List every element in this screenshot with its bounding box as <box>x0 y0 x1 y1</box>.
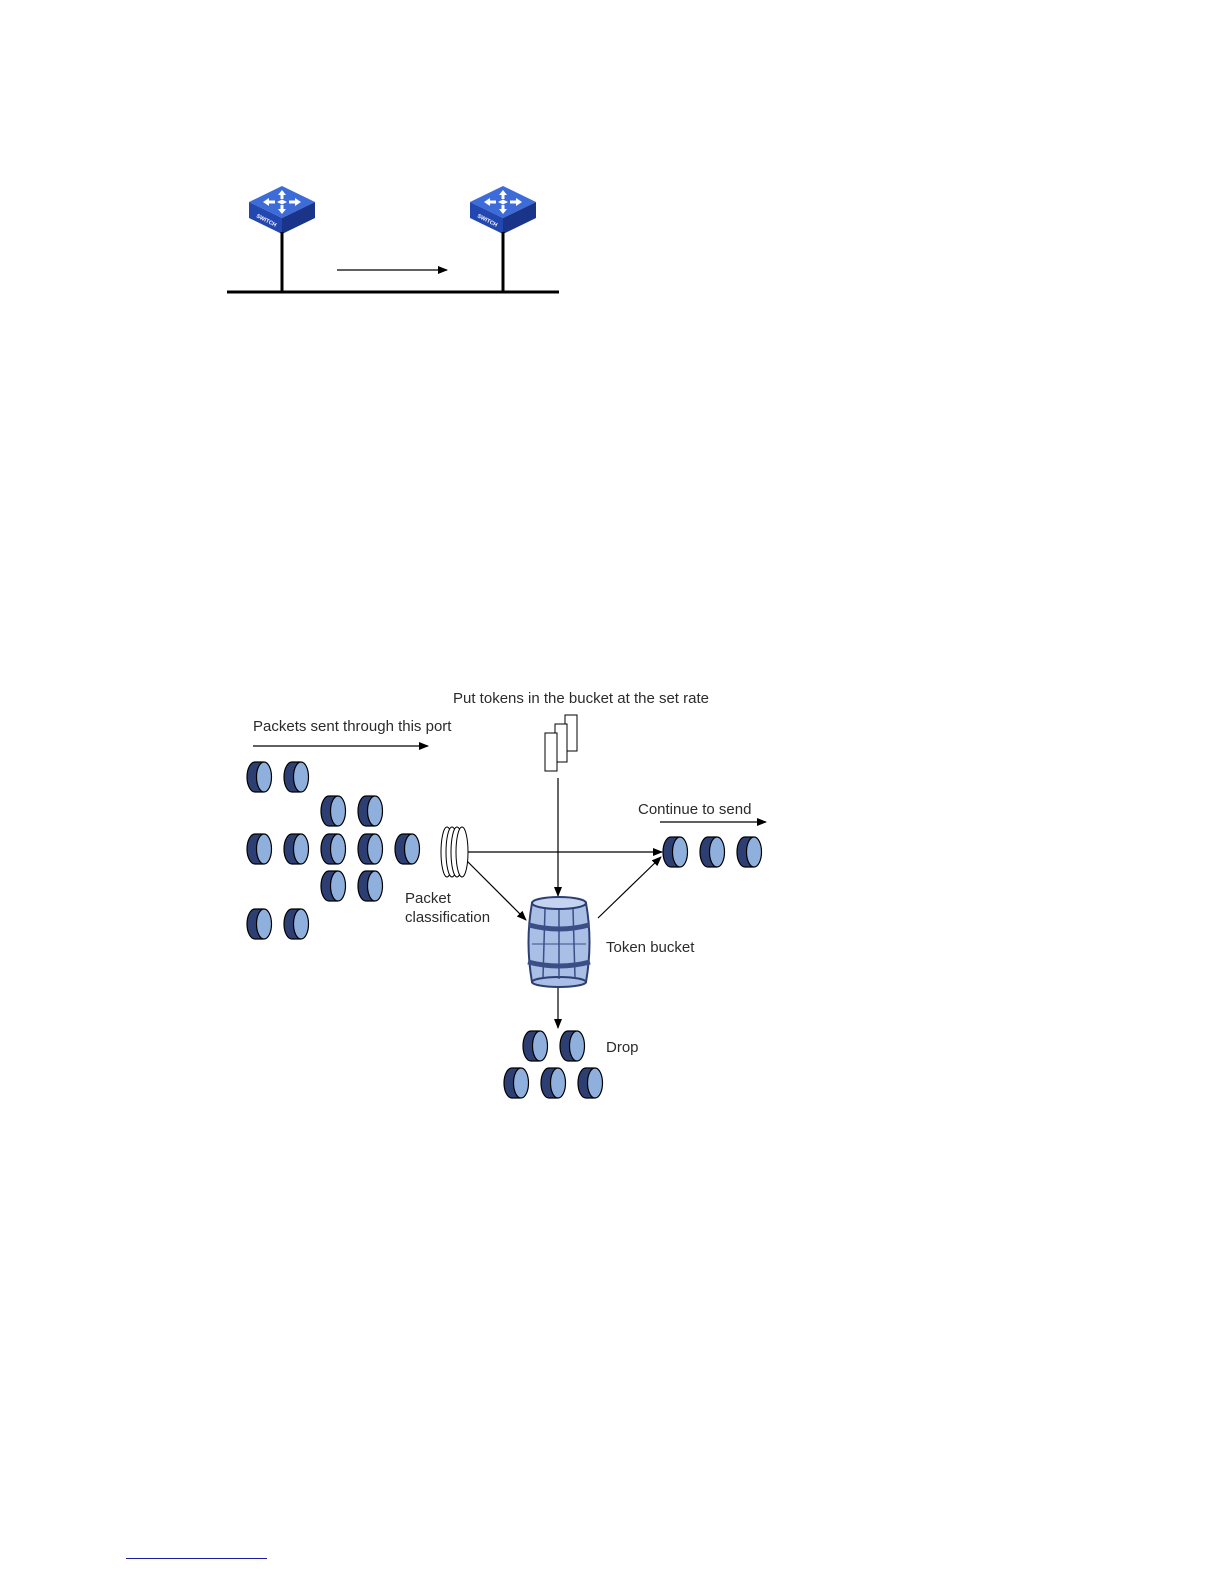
footnote-rule <box>126 1558 267 1559</box>
packet-icon <box>247 909 272 939</box>
packet-icon <box>523 1031 548 1061</box>
packet-icon <box>395 834 420 864</box>
packet-icon <box>284 762 309 792</box>
classification-label-line1: Packet <box>405 889 451 908</box>
continue-label: Continue to send <box>638 800 751 819</box>
packet-icon <box>284 834 309 864</box>
packet-icon <box>541 1068 566 1098</box>
packet-icon <box>358 834 383 864</box>
classification-label-line2: classification <box>405 908 490 927</box>
drop-label: Drop <box>606 1038 639 1057</box>
packet-icon <box>700 837 725 867</box>
switch-icon <box>470 186 536 234</box>
tokens-in-label: Put tokens in the bucket at the set rate <box>453 689 709 708</box>
packet-icon <box>358 871 383 901</box>
token-bucket-diagram <box>247 715 766 1098</box>
bucket-to-send-arrow <box>598 857 661 918</box>
packet-icon <box>560 1031 585 1061</box>
packet-icon <box>321 796 346 826</box>
packet-icon <box>504 1068 529 1098</box>
token-bucket-label: Token bucket <box>606 938 694 957</box>
packet-icon <box>284 909 309 939</box>
packet-icon <box>663 837 688 867</box>
classifier-icon <box>441 827 468 877</box>
packets-in-label: Packets sent through this port <box>253 717 451 736</box>
packet-icon <box>737 837 762 867</box>
packet-icon <box>247 762 272 792</box>
switch-icon <box>249 186 315 234</box>
packet-icon <box>578 1068 603 1098</box>
packet-icon <box>247 834 272 864</box>
packet-icon <box>321 834 346 864</box>
packet-icon <box>358 796 383 826</box>
switch-diagram <box>227 186 559 292</box>
token-bucket-icon <box>528 897 590 987</box>
packet-icon <box>321 871 346 901</box>
tokens-icon <box>545 715 577 771</box>
